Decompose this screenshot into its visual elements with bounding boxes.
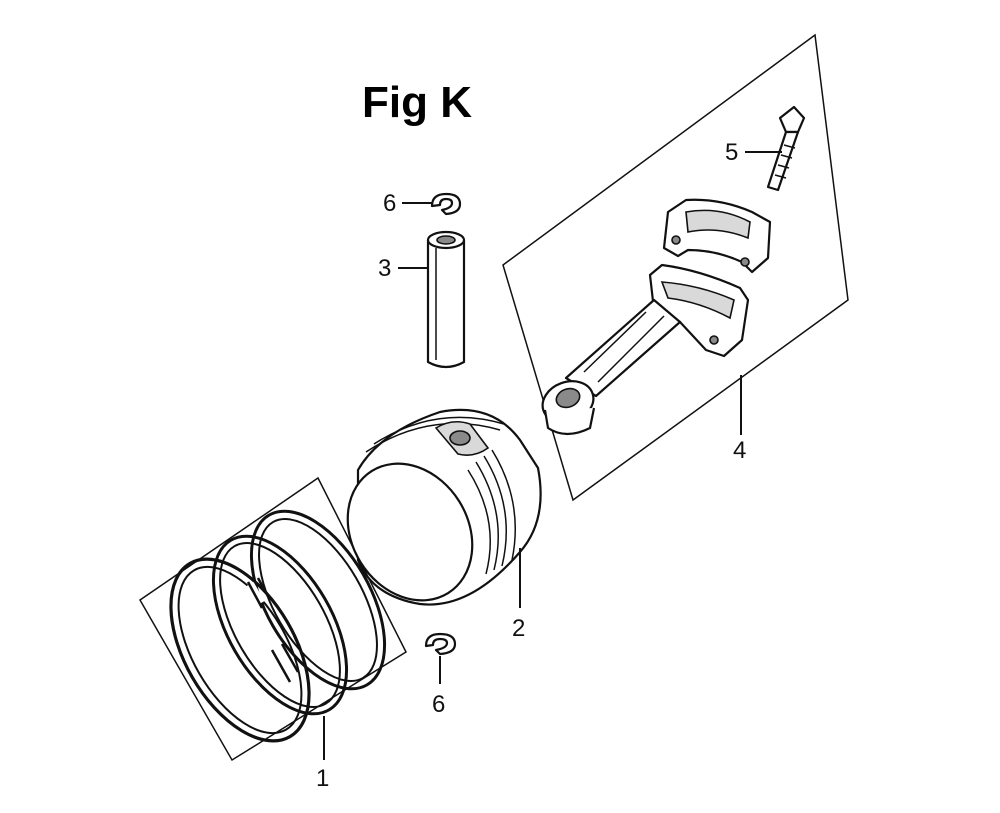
callout-2: 2 — [512, 615, 525, 642]
piston-pin-clip-bottom-part — [424, 632, 457, 656]
rod-bolt-part — [766, 105, 806, 192]
figure-title: Fig K — [362, 78, 472, 127]
piston-pin-part — [426, 230, 466, 369]
piston-ring-set-part — [169, 509, 387, 743]
piston-part — [346, 408, 542, 606]
piston-ring-set-frame — [139, 476, 407, 762]
callout-3: 3 — [378, 255, 391, 282]
piston-pin-clip-top-part — [430, 192, 462, 216]
callout-1: 1 — [316, 765, 329, 792]
callout-6-top: 6 — [383, 190, 396, 217]
callout-5: 5 — [725, 139, 738, 166]
connecting-rod-part — [541, 198, 772, 436]
callout-6-bottom: 6 — [432, 691, 445, 718]
callout-4: 4 — [733, 437, 746, 464]
